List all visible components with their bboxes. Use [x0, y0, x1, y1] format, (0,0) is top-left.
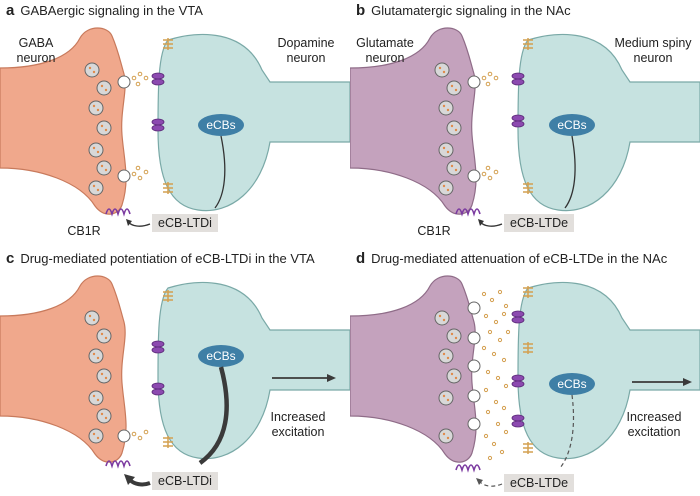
plasticity-tag: eCB-LTDe: [504, 474, 575, 492]
panel-c-illustration: [0, 275, 350, 487]
glutamate-neuron-body: [350, 275, 477, 463]
ecb-label: eCBs: [206, 349, 236, 363]
cb1r-receptor: [105, 460, 131, 469]
ecb-bubble: [198, 114, 244, 136]
postsynaptic-receptors: [151, 340, 165, 396]
cb1r-receptor: [455, 464, 481, 473]
ecb-label: eCBs: [206, 118, 236, 132]
dopamine-neuron-body: [157, 281, 350, 460]
plasticity-tag: eCB-LTDe: [504, 214, 575, 232]
ecb-bubble: [549, 373, 595, 395]
ion-channels: [163, 38, 173, 194]
ion-channels: [523, 38, 533, 194]
postsynaptic-receptors: [511, 72, 525, 128]
cb1r-label: CB1R: [67, 224, 101, 238]
cb1r-receptor: [455, 208, 481, 217]
panel-b-illustration: [350, 27, 700, 227]
dopamine-neuron-body: [157, 33, 350, 212]
synaptic-vesicles: [434, 310, 462, 444]
cb1r-receptor: [105, 208, 131, 217]
panel-d-illustration: [350, 275, 700, 487]
msn-neuron-body: [517, 33, 700, 212]
synaptic-vesicles: [84, 62, 112, 196]
synaptic-vesicles: [434, 62, 462, 196]
gaba-neuron-body: [0, 275, 127, 463]
plasticity-tag: eCB-LTDi: [152, 214, 218, 232]
cb1r-label: CB1R: [417, 224, 451, 238]
ecb-label: eCBs: [557, 118, 587, 132]
synaptic-vesicles: [84, 310, 112, 444]
plasticity-tag: eCB-LTDi: [152, 472, 218, 490]
ecb-bubble: [549, 114, 595, 136]
ion-channels: [523, 286, 533, 454]
ecb-bubble: [198, 345, 244, 367]
msn-neuron-body: [517, 281, 700, 460]
released-glutamate: [481, 289, 511, 461]
ecb-label: eCBs: [557, 377, 587, 391]
ion-channels: [163, 290, 173, 448]
postsynaptic-receptors: [511, 310, 525, 428]
panel-a-illustration: [0, 27, 350, 227]
postsynaptic-receptors: [151, 72, 165, 132]
